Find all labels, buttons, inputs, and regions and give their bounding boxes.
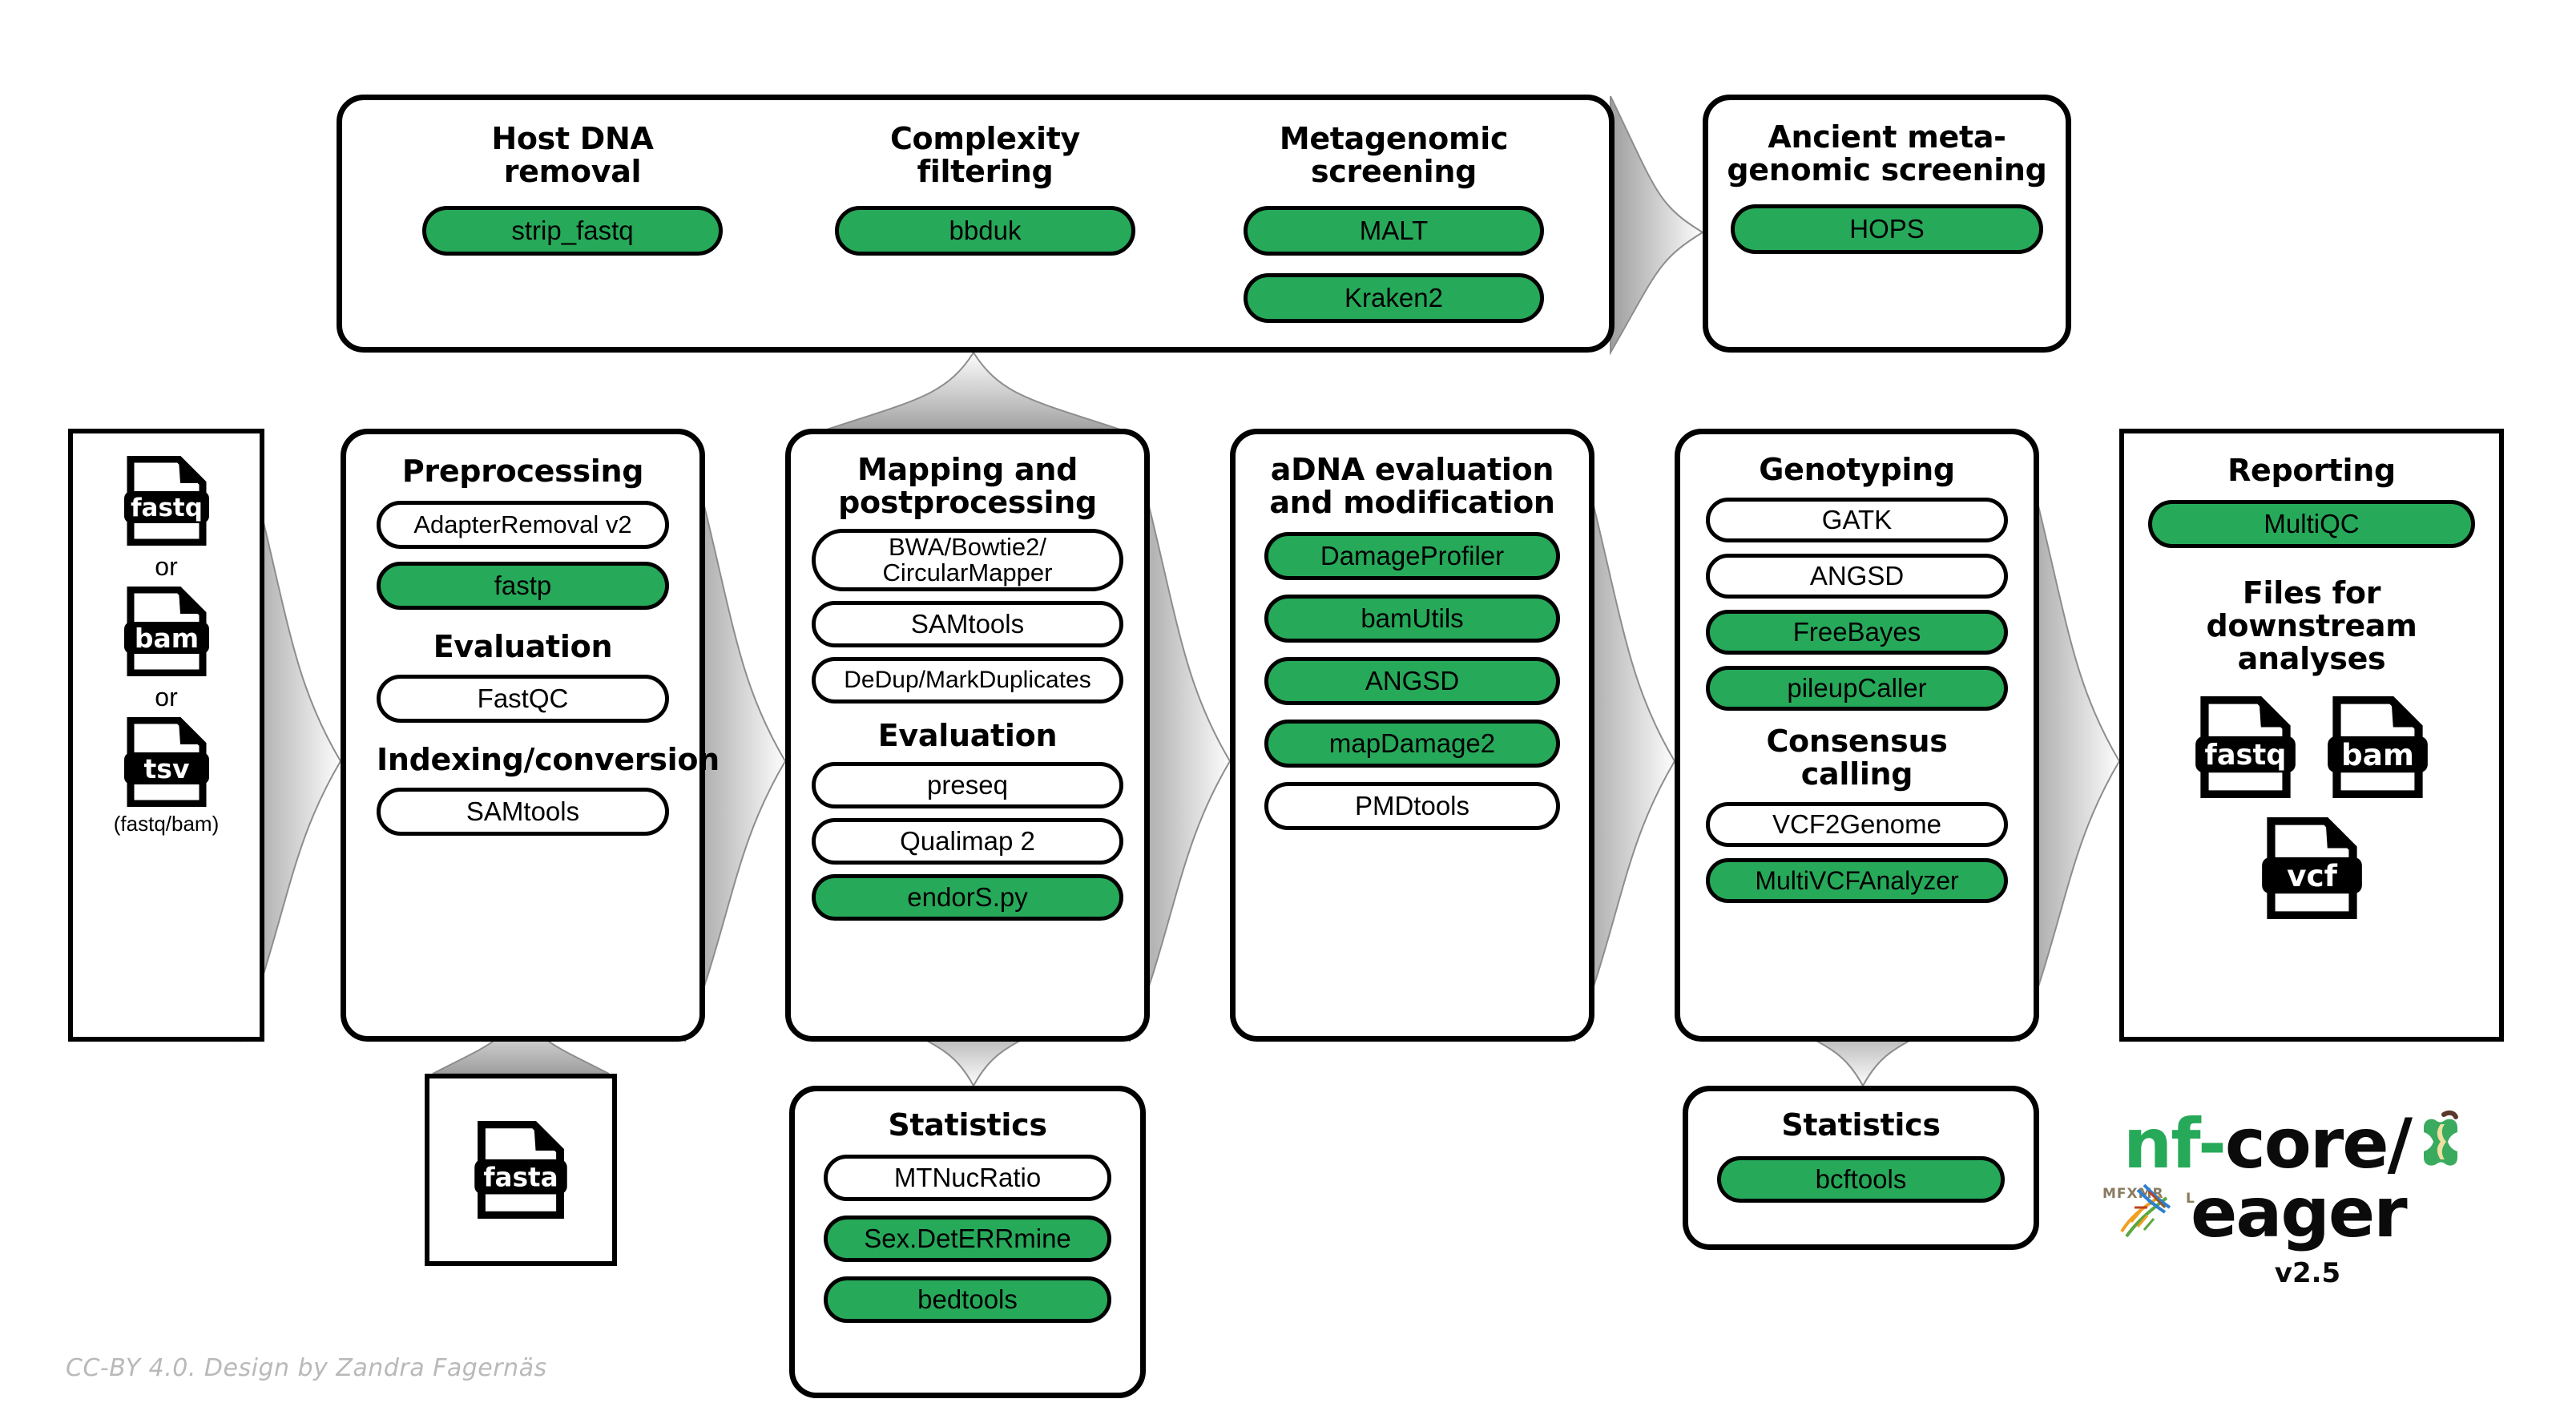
svg-text:tsv: tsv [143, 753, 189, 784]
logo-eager-text: eager [2191, 1173, 2408, 1253]
apple-core-icon [2417, 1110, 2467, 1179]
logo-nf-text: nf- [2123, 1104, 2227, 1184]
tool-pill-mtnucratio[interactable]: MTNucRatio [824, 1155, 1111, 1202]
reference-fasta-box: fasta [425, 1074, 617, 1266]
tool-pill-strip-fastq[interactable]: strip_fastq [422, 206, 723, 256]
reporting-subtitle: Files for downstream analyses [2206, 575, 2417, 677]
statistics-left-panel: Statistics MTNucRatio Sex.DetERRmine bed… [789, 1086, 1146, 1398]
adna-panel: aDNA evaluation and modification DamageP… [1230, 429, 1594, 1042]
tool-pill-samtools-pre[interactable]: SAMtools [377, 788, 669, 837]
preprocessing-title: Preprocessing [401, 454, 644, 489]
preprocessing-panel: Preprocessing AdapterRemoval v2 fastp Ev… [341, 429, 720, 1042]
mapping-title: Mapping and postprocessing [838, 452, 1097, 521]
fastq-file-icon: fastq [123, 456, 211, 546]
ancient-screening-title: Ancient meta- genomic screening [1727, 119, 2047, 188]
tool-pill-fastqc[interactable]: FastQC [377, 675, 669, 724]
tool-pill-preseq[interactable]: preseq [812, 762, 1123, 809]
tool-pill-qualimap[interactable]: Qualimap 2 [812, 818, 1123, 865]
tool-pill-pileupcaller[interactable]: pileupCaller [1706, 666, 2008, 712]
screening-panel: Host DNA removal strip_fastq Complexity … [337, 95, 1615, 353]
tsv-file-icon: tsv [123, 717, 211, 807]
reporting-bam-file-icon: bam [2328, 696, 2428, 799]
reporting-title: Reporting [2227, 453, 2396, 488]
tool-pill-bbduk[interactable]: bbduk [835, 206, 1135, 256]
tool-pill-malt[interactable]: MALT [1244, 206, 1544, 256]
tool-pill-angsd-adna[interactable]: ANGSD [1264, 657, 1560, 706]
logo-core-text: core/ [2224, 1104, 2413, 1184]
tool-pill-samtools-map[interactable]: SAMtools [812, 601, 1123, 648]
statistics-right-panel: Statistics bcftools [1683, 1086, 2039, 1250]
svg-text:vcf: vcf [2287, 858, 2338, 893]
tool-pill-sex-determine[interactable]: Sex.DetERRmine [824, 1216, 1111, 1263]
input-note: (fastq/bam) [113, 812, 220, 836]
tool-pill-fastp[interactable]: fastp [377, 562, 669, 611]
tool-pill-multivcfanalyzer[interactable]: MultiVCFAnalyzer [1706, 858, 2008, 904]
tool-pill-hops[interactable]: HOPS [1731, 204, 2043, 255]
bam-file-icon: bam [123, 587, 211, 676]
tool-pill-mapdamage2[interactable]: mapDamage2 [1264, 720, 1560, 768]
reporting-vcf-file-icon: vcf [2261, 817, 2362, 920]
logo-line-1: nf- core/ [2099, 1110, 2500, 1179]
tool-pill-dedup[interactable]: DeDup/MarkDuplicates [812, 657, 1123, 704]
screening-column-title-2: Metagenomic screening [1279, 121, 1509, 190]
genotyping-subtitle-consensus: Consensus calling [1766, 724, 1948, 792]
tool-pill-endors[interactable]: endorS.py [812, 874, 1123, 921]
svg-text:fastq: fastq [131, 494, 203, 522]
preprocessing-subtitle-evaluation: Evaluation [433, 629, 613, 665]
adna-title: aDNA evaluation and modification [1269, 452, 1555, 521]
tool-pill-bedtools[interactable]: bedtools [824, 1276, 1111, 1324]
preprocessing-subtitle-indexing: Indexing/conversion [377, 742, 720, 778]
credit-text: CC-BY 4.0. Design by Zandra Fagernäs [66, 1354, 547, 1382]
logo-version: v2.5 [2274, 1257, 2341, 1289]
tool-pill-multiqc[interactable]: MultiQC [2148, 500, 2475, 549]
statistics-right-title: Statistics [1781, 1107, 1941, 1143]
tool-pill-freebayes[interactable]: FreeBayes [1706, 610, 2008, 655]
genotyping-title: Genotyping [1759, 452, 1955, 487]
input-or-2: or [155, 683, 178, 712]
logo-line-2: MFXMR L eager [2099, 1174, 2500, 1252]
tool-pill-damageprofiler[interactable]: DamageProfiler [1264, 532, 1560, 581]
svg-text:bam: bam [2341, 737, 2414, 772]
tool-pill-bwa-bowtie2[interactable]: BWA/Bowtie2/ CircularMapper [812, 529, 1123, 592]
input-files-box: fastq or bam or tsv [68, 429, 264, 1042]
tool-pill-kraken2[interactable]: Kraken2 [1244, 273, 1544, 324]
ancient-screening-panel: Ancient meta- genomic screening HOPS [1703, 95, 2071, 353]
svg-text:bam: bam [134, 623, 198, 654]
tool-pill-bcftools[interactable]: bcftools [1717, 1156, 2005, 1203]
tool-pill-vcf2genome[interactable]: VCF2Genome [1706, 802, 2008, 848]
genotyping-panel: Genotyping GATK ANGSD FreeBayes pileupCa… [1675, 429, 2039, 1042]
dna-helix-icon: MFXMR L [2099, 1174, 2205, 1252]
tool-pill-adapterremoval[interactable]: AdapterRemoval v2 [377, 501, 669, 550]
mapping-panel: Mapping and postprocessing BWA/Bowtie2/ … [785, 429, 1150, 1042]
tool-pill-bamutils[interactable]: bamUtils [1264, 595, 1560, 643]
reporting-panel: Reporting MultiQC Files for downstream a… [2119, 429, 2504, 1042]
svg-text:fastq: fastq [2205, 739, 2287, 772]
nf-core-eager-logo: nf- core/ MFXMR L [2099, 1110, 2500, 1289]
tool-pill-gatk[interactable]: GATK [1706, 498, 2008, 543]
fasta-file-icon: fasta [473, 1121, 569, 1219]
screening-column-title-1: Complexity filtering [889, 121, 1081, 190]
input-or-1: or [155, 552, 178, 581]
statistics-left-title: Statistics [888, 1107, 1047, 1143]
svg-text:fasta: fasta [483, 1163, 558, 1193]
reporting-fastq-file-icon: fastq [2195, 696, 2296, 799]
mapping-subtitle-evaluation: Evaluation [877, 718, 1058, 754]
screening-column-title-0: Host DNA removal [491, 121, 654, 190]
tool-pill-pmdtools[interactable]: PMDtools [1264, 782, 1560, 831]
tool-pill-angsd-geno[interactable]: ANGSD [1706, 554, 2008, 599]
